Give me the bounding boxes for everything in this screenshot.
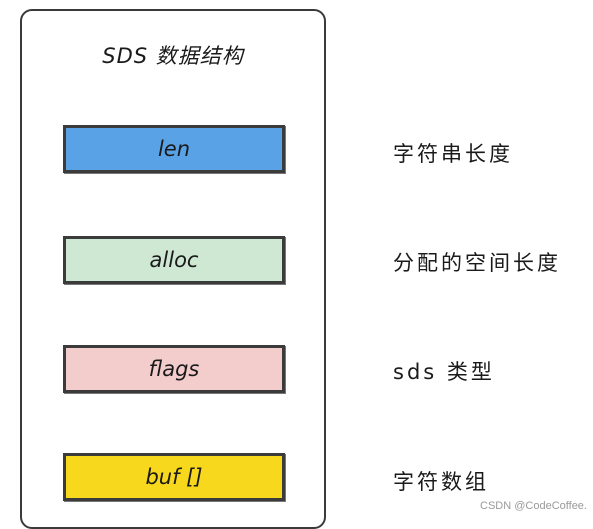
field-flags-description: sds 类型 xyxy=(393,360,495,384)
field-buf-box: buf [] xyxy=(63,453,285,501)
field-len-label: len xyxy=(157,137,191,161)
field-flags-label: flags xyxy=(148,357,200,381)
watermark: CSDN @CodeCoffee. xyxy=(480,500,587,512)
field-buf-label: buf [] xyxy=(145,465,203,489)
field-len-box: len xyxy=(63,125,285,173)
field-alloc-description: 分配的空间长度 xyxy=(393,251,561,275)
field-alloc-box: alloc xyxy=(63,236,285,284)
field-flags-box: flags xyxy=(63,345,285,393)
field-len-description: 字符串长度 xyxy=(393,142,513,166)
field-buf-description: 字符数组 xyxy=(393,470,489,494)
field-alloc-label: alloc xyxy=(149,248,199,272)
diagram-title: SDS 数据结构 xyxy=(102,44,244,68)
